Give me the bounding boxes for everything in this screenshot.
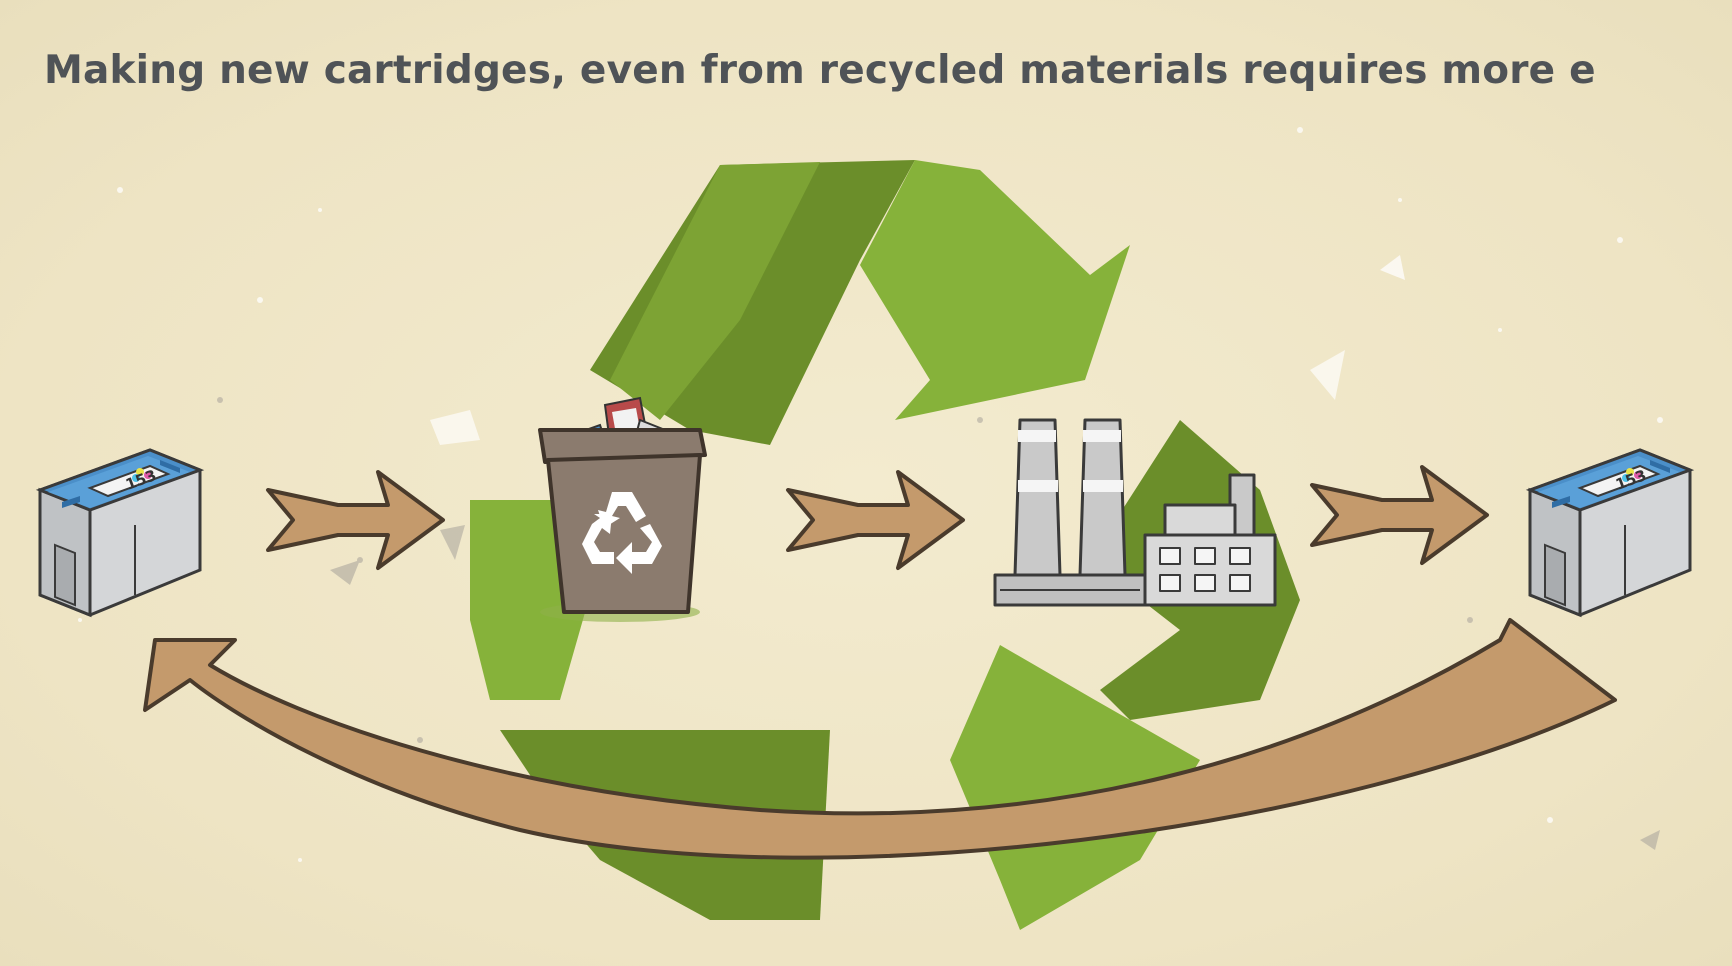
caption-text: Making new cartridges, even from recycle… [44, 48, 1596, 93]
recycle-bin-icon [538, 396, 707, 622]
return-arrow-icon [143, 618, 1617, 860]
arrow-right-icon [1310, 465, 1489, 565]
ink-cartridge-icon [38, 448, 202, 617]
arrow-right-icon [786, 470, 965, 570]
factory-icon [993, 418, 1277, 607]
ink-cartridge-icon [1528, 448, 1692, 617]
arrow-right-icon [266, 470, 445, 570]
background-speckles [78, 127, 1663, 863]
